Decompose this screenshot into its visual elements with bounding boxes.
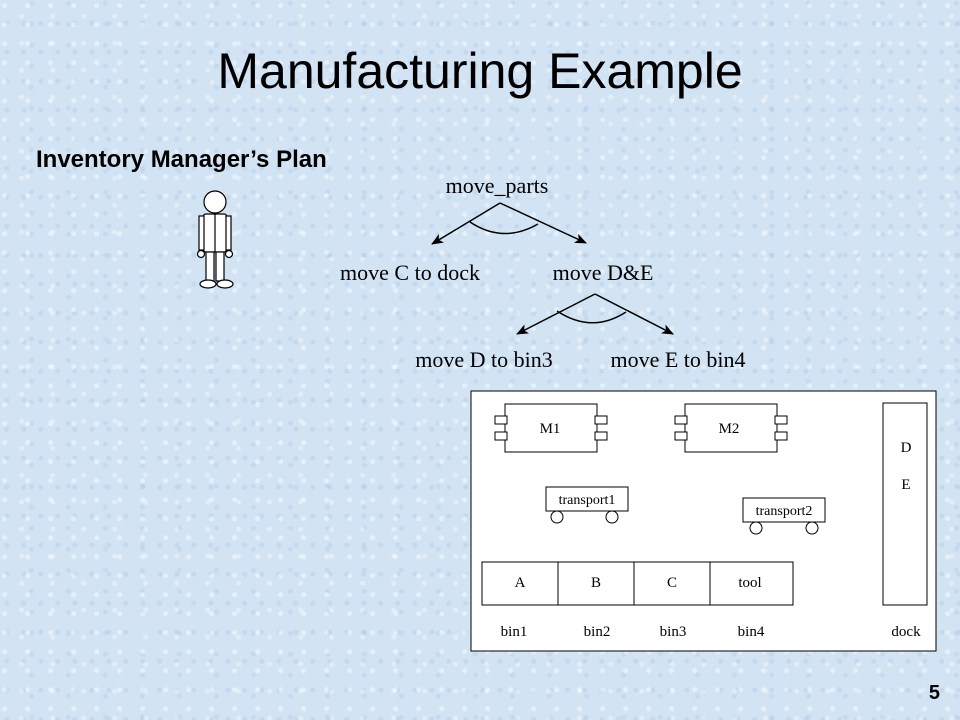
tree-root-label: move_parts [446,173,549,198]
transport2: transport2 [742,497,826,535]
bin3-content: C [667,575,677,591]
transport1: transport1 [545,486,629,524]
bin-row: A B C tool [481,561,794,606]
dock-label: dock [891,624,921,640]
machine-m2-label: M2 [719,421,740,437]
plan-tree: move_parts move C to dock move D&E move … [340,173,745,372]
and-arc-1 [469,221,539,235]
tree-node-move-e: move E to bin4 [610,347,745,372]
page-title: Manufacturing Example [217,43,743,99]
tree-arrow-right-1 [499,202,587,244]
tree-node-move-c: move C to dock [340,260,480,285]
bin4-content: tool [738,575,761,591]
bin1-content: A [515,575,526,591]
tree-node-move-d: move D to bin3 [415,347,553,372]
bin3-label: bin3 [660,624,687,640]
page-number: 5 [928,682,940,704]
plan-subtitle: Inventory Manager’s Plan [36,146,327,173]
and-arc-2 [556,310,627,324]
tree-arrow-right-2 [594,293,674,335]
machine-m1: M1 [494,403,608,453]
bin4-label: bin4 [738,624,765,640]
bin1-label: bin1 [501,624,528,640]
dock-item-e: E [901,477,910,493]
transport1-label: transport1 [559,493,616,508]
machine-m1-label: M1 [540,421,561,437]
person-icon [196,190,234,289]
tree-node-move-de: move D&E [553,260,654,285]
factory-floor: M1 M2 D E transport1 t [470,390,937,652]
dock-item-d: D [901,440,912,456]
bin2-content: B [591,575,601,591]
transport2-label: transport2 [756,504,813,519]
dock-area: D E [882,402,928,606]
tree-arrow-left-2 [516,293,596,335]
bin2-label: bin2 [584,624,611,640]
machine-m2: M2 [674,403,788,453]
tree-arrow-left-1 [431,202,501,245]
